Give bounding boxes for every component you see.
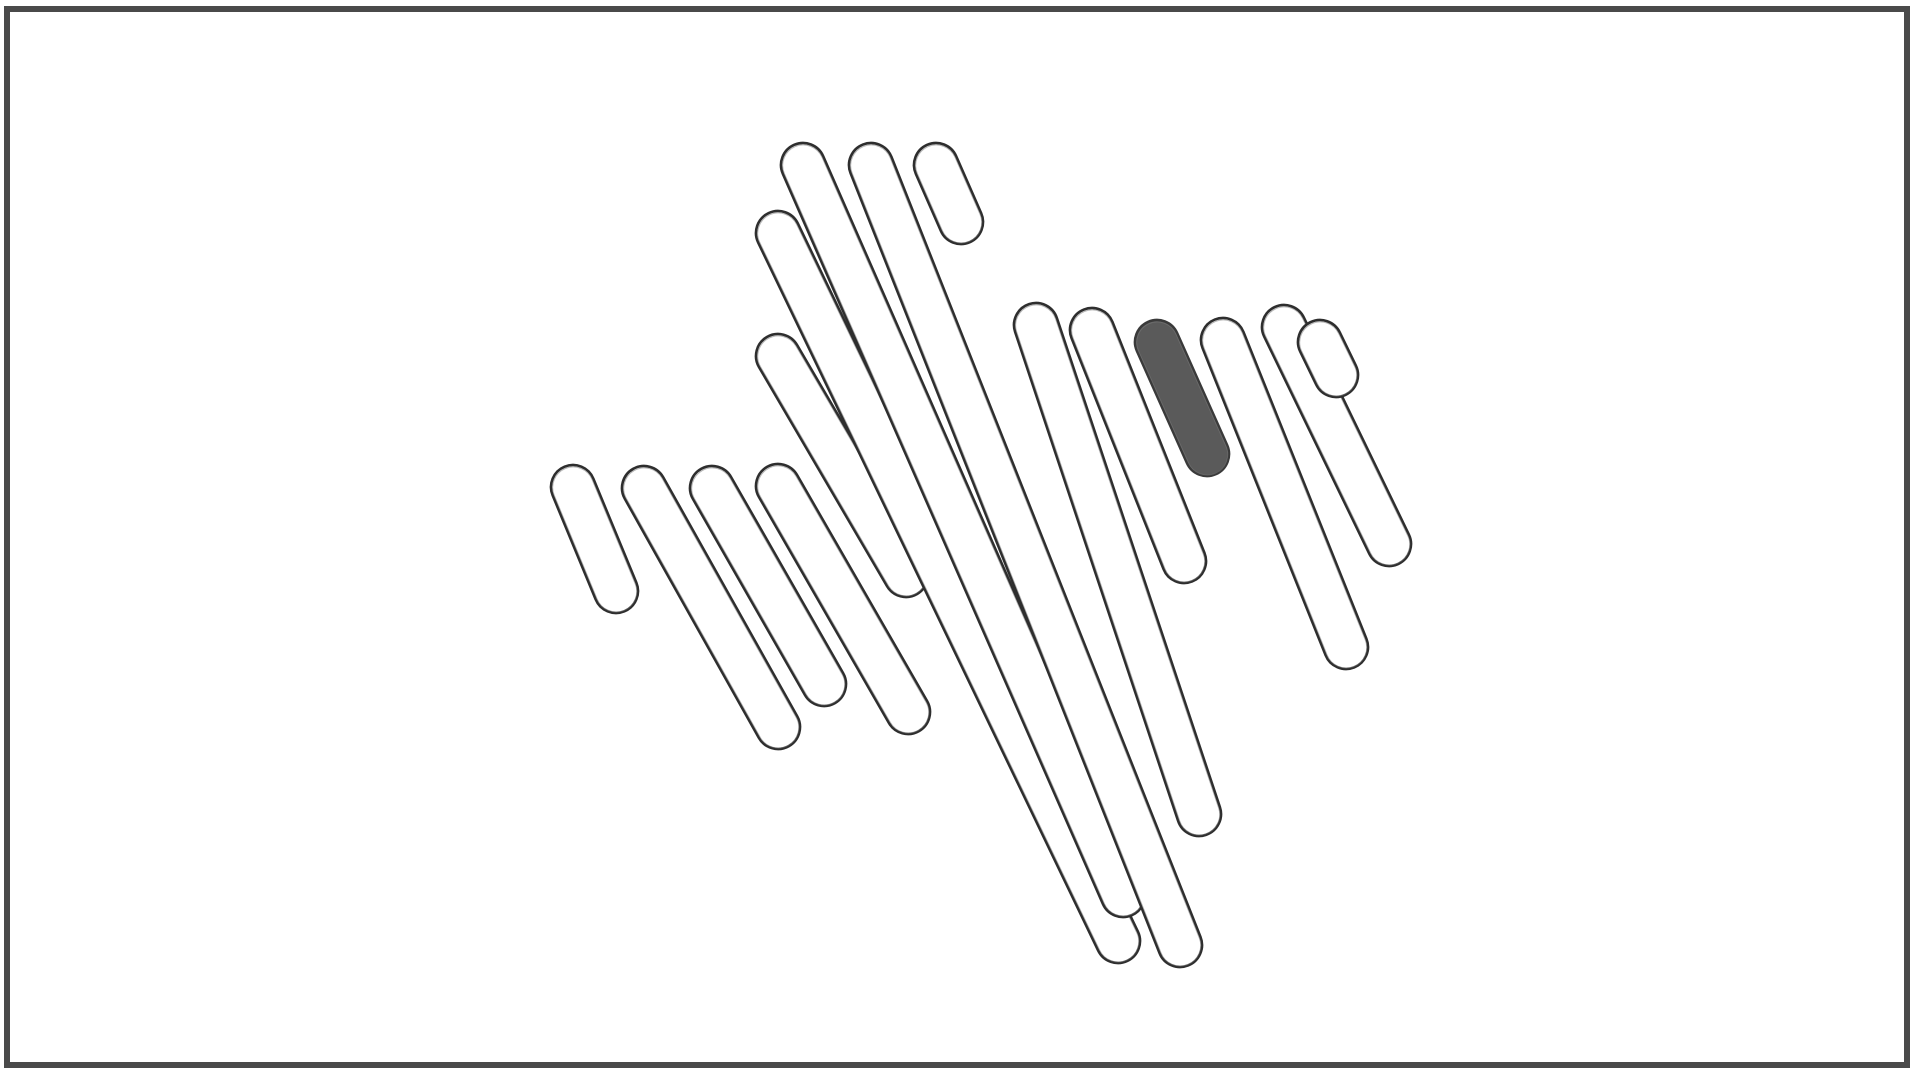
pill-bar-14-sketch-stroke	[1263, 306, 1411, 566]
pill-bar-10-sketch-stroke	[1015, 304, 1221, 836]
pill-bar-7-shape	[779, 141, 1147, 919]
pill-bar-1-shape	[549, 463, 640, 615]
pill-bar-4-shape	[754, 462, 932, 736]
pill-bar-8	[847, 141, 1204, 969]
pill-bar-15-sketch-stroke	[1299, 321, 1358, 397]
pill-bar-8-shape	[847, 141, 1204, 969]
pill-bar-11-shape	[1068, 306, 1208, 585]
pill-bar-12	[1133, 318, 1231, 478]
pill-bar-10-shape	[1012, 301, 1223, 838]
pill-bar-4-sketch-stroke	[757, 465, 930, 734]
pill-bar-9-shape	[912, 141, 985, 246]
pill-bar-14-shape	[1260, 303, 1413, 568]
pill-bar-3	[688, 464, 848, 708]
pill-bar-15	[1296, 318, 1360, 399]
pill-bar-3-shape	[688, 464, 848, 708]
pill-bar-1	[549, 463, 640, 615]
pill-bar-1-sketch-stroke	[552, 466, 638, 613]
pill-bar-12-sketch-stroke	[1136, 321, 1229, 476]
pill-bar-14	[1260, 303, 1413, 568]
pill-bar-10	[1012, 301, 1223, 838]
pill-bar-13-sketch-stroke	[1202, 319, 1368, 669]
pill-bar-7-sketch-stroke	[782, 144, 1145, 917]
pill-bar-2	[620, 464, 802, 751]
pill-bar-3-sketch-stroke	[691, 467, 846, 706]
pill-bar-13-shape	[1199, 316, 1370, 671]
pill-bar-9-sketch-stroke	[915, 144, 983, 244]
pill-bar-7	[779, 141, 1147, 919]
pill-bar-12-shape	[1133, 318, 1231, 478]
pill-bar-8-sketch-stroke	[850, 144, 1202, 967]
pill-bar-13	[1199, 316, 1370, 671]
pill-bar-9	[912, 141, 985, 246]
pill-bar-2-shape	[620, 464, 802, 751]
pill-bar-15-shape	[1296, 318, 1360, 399]
pill-bar-2-sketch-stroke	[623, 467, 800, 749]
pill-bar-4	[754, 462, 932, 736]
pill-bar-11	[1068, 306, 1208, 585]
pill-bar-11-sketch-stroke	[1071, 309, 1206, 583]
